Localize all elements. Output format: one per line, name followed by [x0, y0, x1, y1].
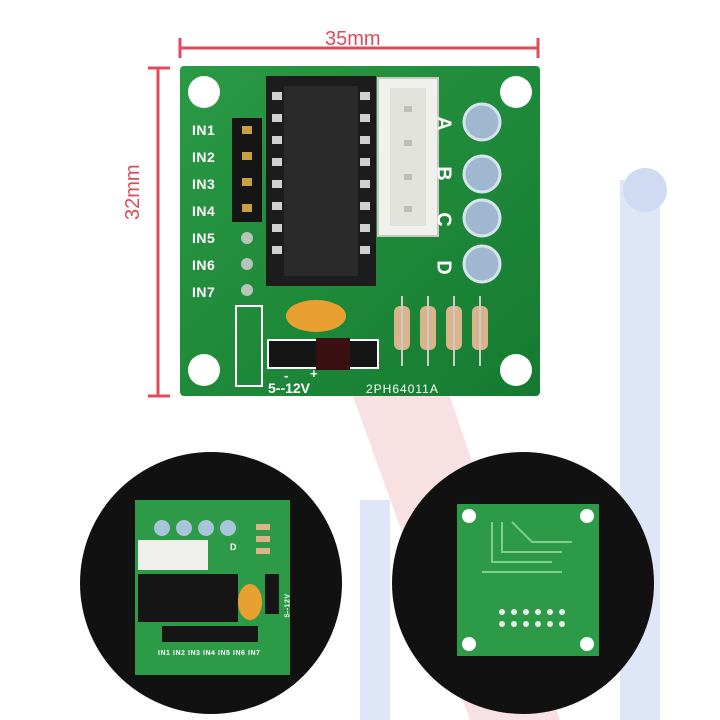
board-front-photo: IN1 IN2 IN3 IN4 IN5 IN6 IN7 D 5--12V [80, 452, 342, 714]
width-dimension-line [178, 38, 540, 58]
thumb-label-in2: IN2 [173, 650, 186, 657]
thumb-label-in6: IN6 [233, 650, 246, 657]
input-label-in6: IN6 [192, 257, 216, 273]
thumb-label-in5: IN5 [218, 650, 231, 657]
input-label-in5: IN5 [192, 230, 216, 246]
led-label-c: C [432, 212, 455, 227]
height-dimension-label: 32mm [122, 164, 144, 220]
led-label-a: A [432, 116, 455, 131]
thumb-label-in7: IN7 [248, 650, 261, 657]
height-dimension-line [148, 66, 170, 398]
driver-board-main: IN1 IN2 IN3 IN4 IN5 IN6 IN7 A B C D - + … [180, 66, 540, 396]
thumb-label-in3: IN3 [188, 650, 201, 657]
input-label-in1: IN1 [192, 122, 216, 138]
power-plus-label: + [310, 366, 318, 381]
led-label-d: D [432, 260, 455, 275]
input-label-in2: IN2 [192, 149, 216, 165]
input-label-in7: IN7 [192, 284, 216, 300]
power-minus-label: - [284, 368, 289, 383]
thumb-label-in1: IN1 [158, 650, 171, 657]
input-label-in3: IN3 [192, 176, 216, 192]
thumb-power-label: 5--12V [284, 593, 292, 618]
width-dimension-label: 35mm [325, 28, 381, 50]
input-label-in4: IN4 [192, 203, 216, 219]
board-front-thumb [135, 500, 290, 675]
part-code-label: 2PH64011A [366, 382, 439, 396]
power-voltage-label: 5--12V [268, 380, 311, 396]
board-back-photo [392, 452, 654, 714]
thumb-led-label-d: D [230, 542, 237, 552]
thumb-label-in4: IN4 [203, 650, 216, 657]
board-back-thumb [457, 504, 599, 656]
pcb-shape [180, 66, 540, 396]
led-label-b: B [432, 166, 455, 181]
